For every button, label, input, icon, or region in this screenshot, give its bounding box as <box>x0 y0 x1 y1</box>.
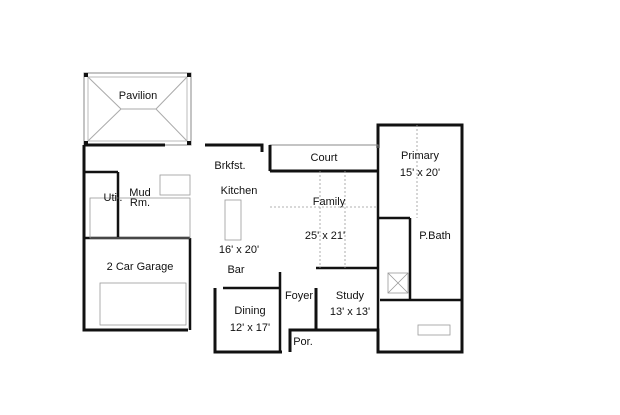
room-label-family: Family <box>312 196 346 208</box>
room-label-garage: 2 Car Garage <box>106 261 174 273</box>
room-label-dining: Dining <box>234 305 266 317</box>
room-label-utility: Util. <box>103 192 123 204</box>
room-label-breakfast: Brkfst. <box>214 160 246 172</box>
room-label-foyer: Foyer <box>284 290 314 302</box>
exterior-walls <box>82 123 464 354</box>
room-label-primary-bath: P.Bath <box>419 230 451 242</box>
detail-lines <box>89 125 451 336</box>
room-label-primary: Primary <box>401 150 439 162</box>
room-dims-kitchen: 16' x 20' <box>218 244 260 256</box>
room-label-pavilion: Pavilion <box>118 90 158 102</box>
room-label-porch: Por. <box>293 336 313 348</box>
room-label-court: Court <box>310 152 338 164</box>
room-dims-study: 13' x 13' <box>329 306 371 318</box>
room-label-mud-room: Rm. <box>129 197 151 209</box>
room-label-study: Study <box>335 290 365 302</box>
pavilion-structure <box>83 72 192 146</box>
room-label-mud: Mud <box>129 187 151 199</box>
room-dims-dining: 12' x 17' <box>229 322 271 334</box>
room-dims-primary: 15' x 20' <box>399 167 441 179</box>
room-label-kitchen: Kitchen <box>220 185 258 197</box>
room-label-bar: Bar <box>227 264 245 276</box>
room-dims-family: 25' x 21' <box>304 230 346 242</box>
interior-walls <box>84 148 462 352</box>
